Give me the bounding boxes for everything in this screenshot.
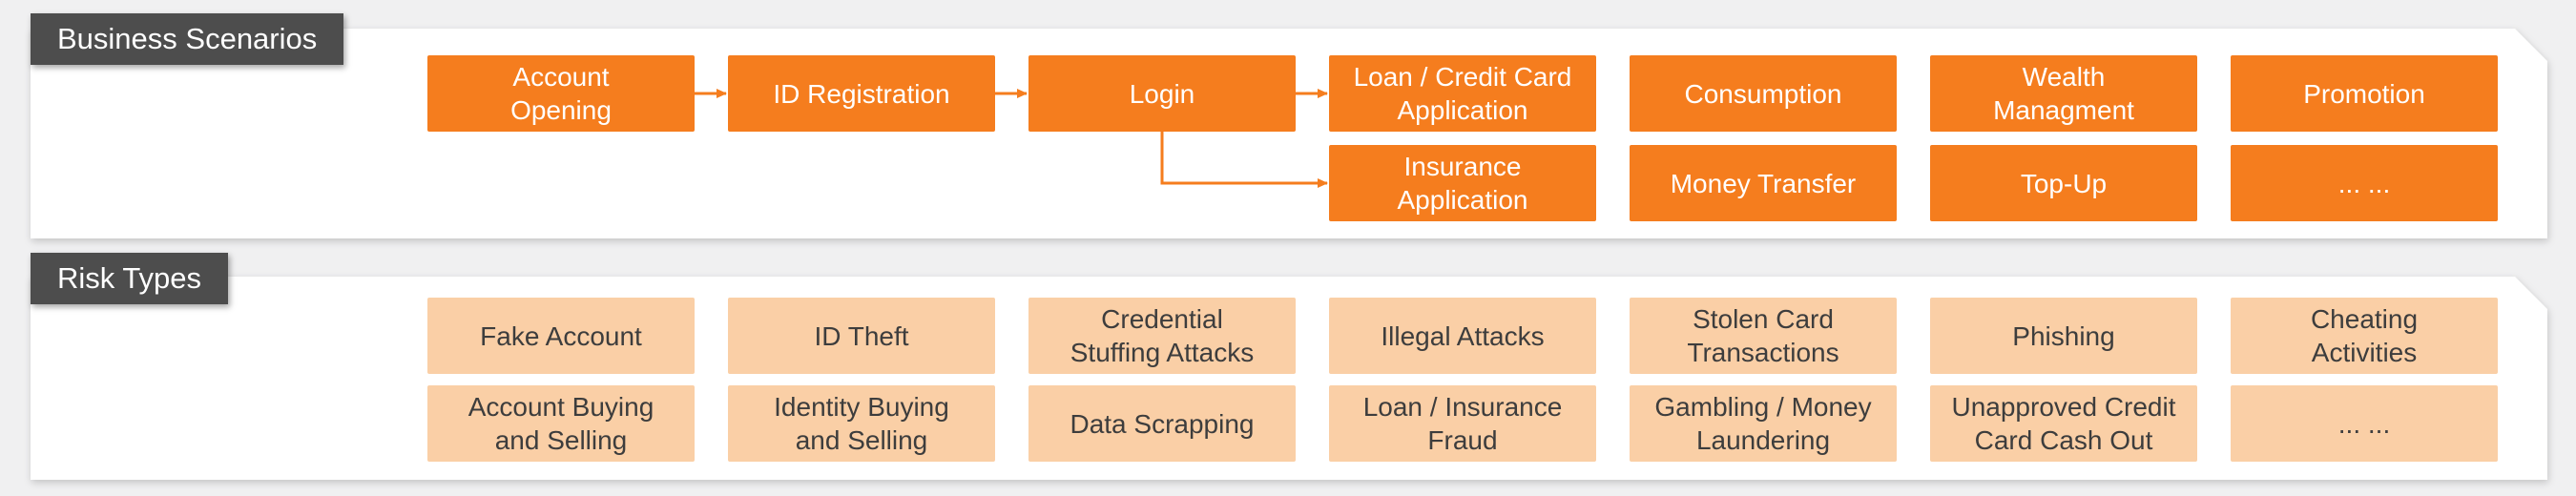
- box-money-transfer: Money Transfer: [1630, 145, 1897, 221]
- box-account-opening: Account Opening: [427, 55, 695, 132]
- box-loan-credit-card-application: Loan / Credit Card Application: [1329, 55, 1596, 132]
- box-consumption: Consumption: [1630, 55, 1897, 132]
- box-login: Login: [1028, 55, 1296, 132]
- box-loan-insurance-fraud: Loan / Insurance Fraud: [1329, 385, 1596, 462]
- box-gambling-money-laundering: Gambling / Money Laundering: [1630, 385, 1897, 462]
- box-credential-stuffing-attacks: Credential Stuffing Attacks: [1028, 298, 1296, 374]
- box-unapproved-credit-card-cash-out: Unapproved Credit Card Cash Out: [1930, 385, 2197, 462]
- box-promotion: Promotion: [2231, 55, 2498, 132]
- box-top-up: Top-Up: [1930, 145, 2197, 221]
- box-illegal-attacks: Illegal Attacks: [1329, 298, 1596, 374]
- box-insurance-application: Insurance Application: [1329, 145, 1596, 221]
- box-identity-buying-and-selling: Identity Buying and Selling: [728, 385, 995, 462]
- risk-types-label: Risk Types: [31, 253, 229, 304]
- box-stolen-card-transactions: Stolen Card Transactions: [1630, 298, 1897, 374]
- box-account-buying-and-selling: Account Buying and Selling: [427, 385, 695, 462]
- business-scenarios-label: Business Scenarios: [31, 13, 344, 65]
- box-data-scrapping: Data Scrapping: [1028, 385, 1296, 462]
- box-cheating-activities: Cheating Activities: [2231, 298, 2498, 374]
- box-id-registration: ID Registration: [728, 55, 995, 132]
- box-id-theft: ID Theft: [728, 298, 995, 374]
- box-more-risks: ... ...: [2231, 385, 2498, 462]
- box-fake-account: Fake Account: [427, 298, 695, 374]
- box-wealth-managment: Wealth Managment: [1930, 55, 2197, 132]
- box-phishing: Phishing: [1930, 298, 2197, 374]
- box-more-scenarios: ... ...: [2231, 145, 2498, 221]
